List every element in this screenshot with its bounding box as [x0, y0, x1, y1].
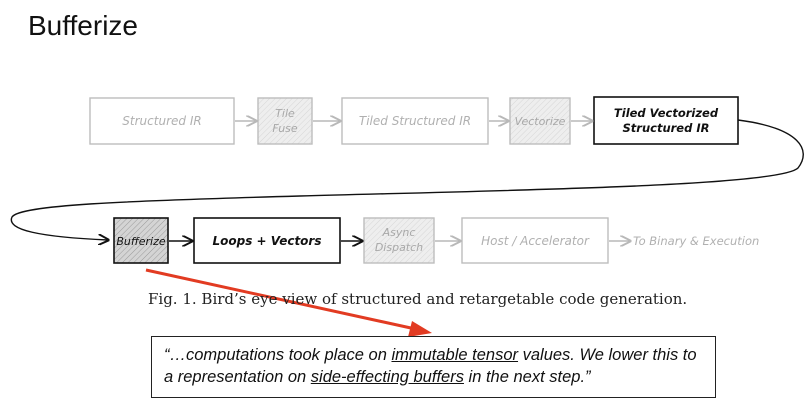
- quote-underline-side-effecting-buffers: side-effecting buffers: [310, 368, 464, 386]
- quote-box: “…computations took place on immutable t…: [151, 336, 716, 398]
- label-fuse: Fuse: [272, 122, 298, 135]
- label-structured-ir: Structured IR: [122, 114, 201, 128]
- label-loops-vectors: Loops + Vectors: [213, 234, 322, 248]
- label-vectorize: Vectorize: [515, 115, 566, 128]
- label-bufferize: Bufferize: [116, 235, 166, 248]
- quote-text-2: values. We lower this to a representatio…: [164, 346, 697, 386]
- box-bufferize: Bufferize: [113, 217, 169, 264]
- callout-arrow: [145, 268, 432, 337]
- quote-text-1: “…computations took place on: [164, 346, 392, 364]
- label-tiled-structured-ir: Tiled Structured IR: [359, 114, 471, 128]
- box-structured-ir: Structured IR: [89, 97, 235, 145]
- figure-caption: Fig. 1. Bird’s eye view of structured an…: [148, 290, 688, 308]
- label-dispatch: Dispatch: [375, 241, 423, 254]
- connector-curve: [10, 119, 804, 240]
- quote-underline-immutable-tensor: immutable tensor: [391, 346, 519, 364]
- label-to-binary-execution: To Binary & Execution: [633, 234, 759, 248]
- box-loops-vectors: Loops + Vectors: [193, 217, 341, 264]
- box-host-accelerator: Host / Accelerator: [461, 217, 609, 264]
- label-host-accelerator: Host / Accelerator: [481, 234, 590, 248]
- box-async-dispatch: Async Dispatch: [363, 217, 435, 264]
- slide-title: Bufferize: [28, 10, 138, 41]
- label-structured-ir-2: Structured IR: [623, 121, 710, 135]
- label-async: Async: [382, 226, 416, 239]
- quote-text-3: in the next step.”: [463, 368, 591, 386]
- label-tile: Tile: [275, 107, 295, 120]
- box-tiled-vectorized-structured-ir: Tiled Vectorized Structured IR: [593, 96, 739, 145]
- box-vectorize: Vectorize: [509, 97, 571, 145]
- box-tiled-structured-ir: Tiled Structured IR: [341, 97, 489, 145]
- box-tile-fuse: Tile Fuse: [257, 97, 313, 145]
- label-tiled-vectorized: Tiled Vectorized: [614, 106, 719, 120]
